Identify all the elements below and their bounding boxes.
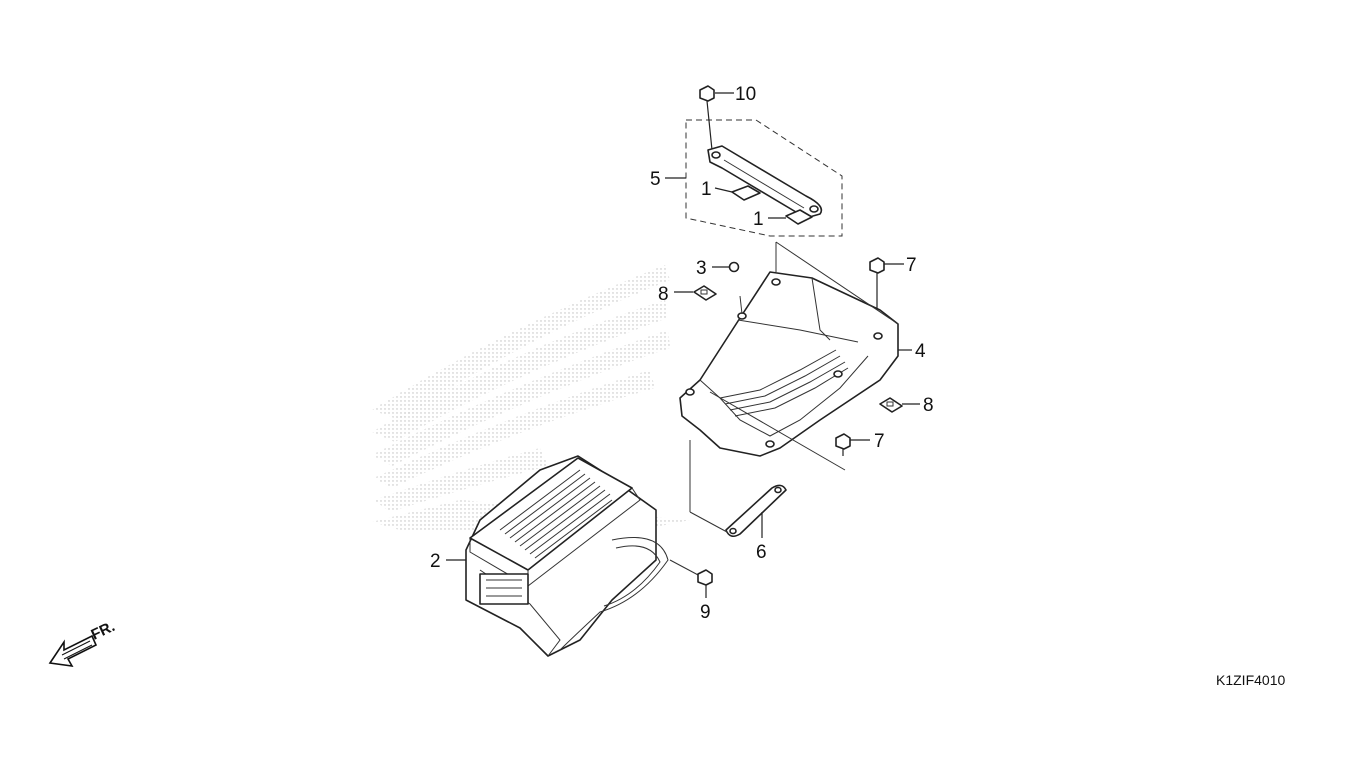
- plate-6: [689, 440, 787, 538]
- callout-3: 3: [696, 258, 707, 279]
- bolt-9: [697, 569, 713, 598]
- pad-1b: [785, 209, 813, 225]
- bracket-kit-outline: [685, 119, 843, 237]
- callout-9: 9: [700, 602, 711, 623]
- callout-2: 2: [430, 551, 441, 572]
- control-unit-fins: [499, 469, 613, 559]
- bolt-7b: [835, 433, 851, 456]
- bolt-7a: [869, 257, 885, 325]
- callout-4: 4: [915, 341, 926, 362]
- clip-nut-8b: [879, 397, 903, 413]
- callout-6: 6: [756, 542, 767, 563]
- callout-7a: 7: [906, 255, 917, 276]
- bracket-strap: [707, 145, 823, 219]
- callout-5: 5: [650, 169, 661, 190]
- callout-8a: 8: [658, 284, 669, 305]
- clip-nut-8a: [693, 285, 717, 301]
- diagram-code: K1ZIF4010: [1216, 672, 1285, 688]
- grommet-3: [728, 261, 740, 273]
- pad-1a: [731, 185, 761, 201]
- callout-1b: 1: [753, 209, 764, 230]
- control-unit-2: [465, 455, 701, 657]
- callout-7b: 7: [874, 431, 885, 452]
- callout-8b: 8: [923, 395, 934, 416]
- front-direction-arrow-icon: [48, 634, 98, 668]
- callout-10: 10: [735, 84, 756, 105]
- direction-label: FR.: [89, 618, 118, 644]
- callout-1a: 1: [701, 179, 712, 200]
- leader-lines: [446, 92, 920, 561]
- bolt-10: [699, 85, 715, 151]
- tray-4: [679, 241, 899, 471]
